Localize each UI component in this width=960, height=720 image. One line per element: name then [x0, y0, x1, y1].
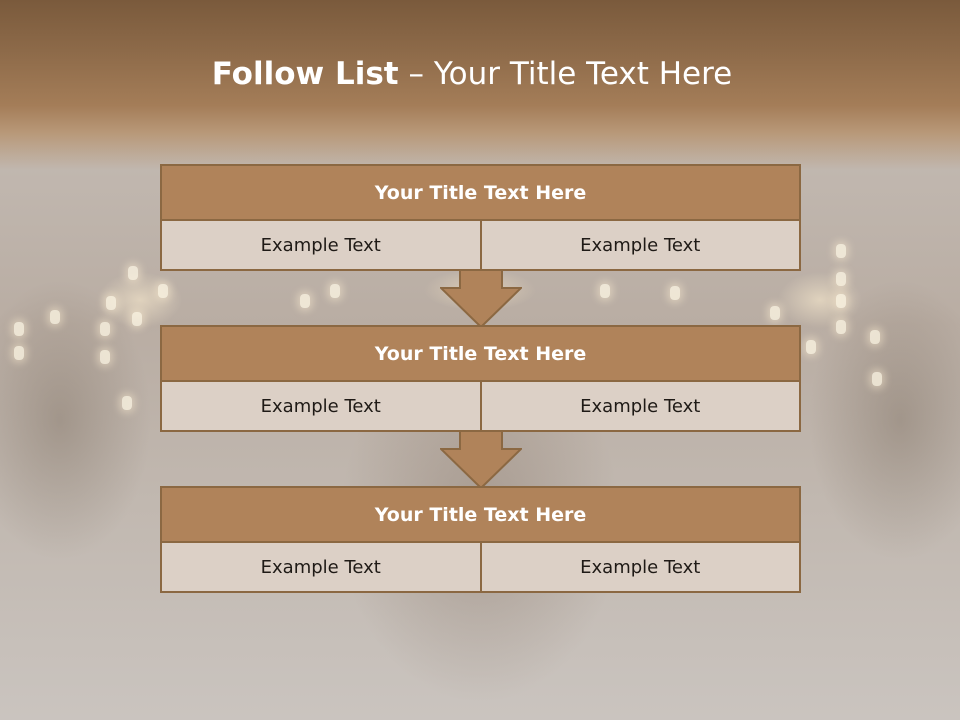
- block-title: Your Title Text Here: [160, 325, 801, 382]
- list-block-2: Your Title Text Here Example Text Exampl…: [160, 325, 801, 432]
- block-cell-right: Example Text: [479, 382, 799, 430]
- block-row: Example Text Example Text: [160, 543, 801, 593]
- down-arrow-icon: [440, 431, 522, 489]
- list-block-1: Your Title Text Here Example Text Exampl…: [160, 164, 801, 271]
- block-row: Example Text Example Text: [160, 382, 801, 432]
- block-row: Example Text Example Text: [160, 221, 801, 271]
- block-cell-left: Example Text: [162, 221, 480, 269]
- block-title: Your Title Text Here: [160, 486, 801, 543]
- block-cell-right: Example Text: [479, 543, 799, 591]
- slide-title-rest: – Your Title Text Here: [398, 56, 733, 92]
- slide-title: Follow List – Your Title Text Here: [0, 56, 944, 92]
- block-title: Your Title Text Here: [160, 164, 801, 221]
- list-block-3: Your Title Text Here Example Text Exampl…: [160, 486, 801, 593]
- slide-title-bold: Follow List: [211, 56, 399, 92]
- block-cell-left: Example Text: [162, 382, 480, 430]
- down-arrow-icon: [440, 270, 522, 328]
- block-cell-right: Example Text: [479, 221, 799, 269]
- block-cell-left: Example Text: [162, 543, 480, 591]
- header-band: [0, 0, 960, 170]
